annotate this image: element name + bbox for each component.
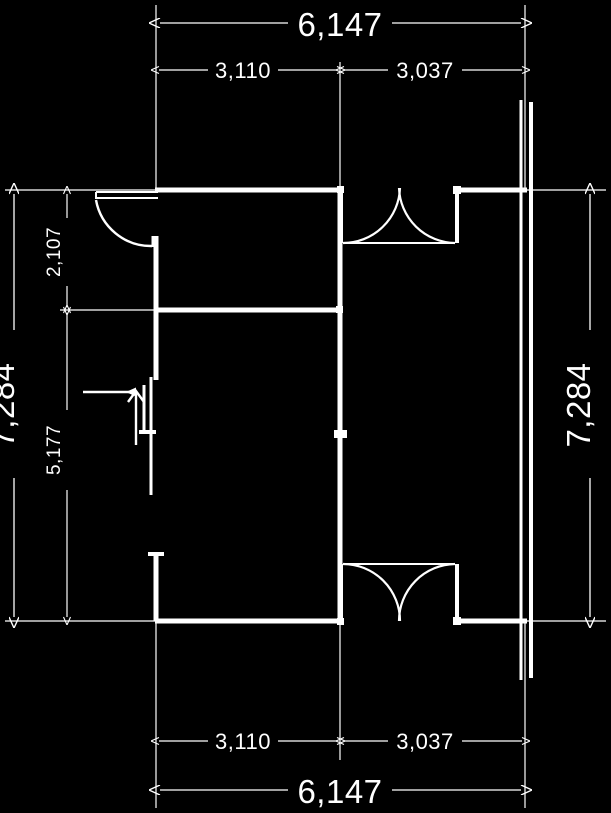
wall-centre-node	[334, 430, 347, 438]
dim-bottom-right-label: 3,037	[396, 729, 454, 754]
dim-bottom-left-label: 3,110	[215, 729, 271, 754]
dimension-left-upper-segment: 2,107	[44, 194, 67, 307]
dim-top-left-label: 3,110	[215, 58, 271, 83]
dim-left-overall-label: 7,284	[0, 362, 21, 447]
node-bottom-centre	[337, 618, 344, 625]
node-jamb-br	[453, 617, 461, 625]
door-top-left-swing	[94, 191, 158, 248]
dimension-bottom-right-segment: 3,037	[344, 729, 522, 754]
wall-structure	[148, 187, 527, 624]
dim-top-right-label: 3,037	[396, 58, 454, 83]
dim-bottom-overall-label: 6,147	[297, 773, 382, 810]
dimension-left-lower-segment: 5,177	[44, 313, 67, 617]
node-top-centre	[337, 186, 344, 193]
dim-top-overall-label: 6,147	[297, 6, 382, 43]
door-arc-right-leaf-b	[397, 562, 456, 622]
door-arc-left-leaf-b	[342, 562, 402, 622]
node-partition-right	[336, 306, 343, 313]
door-bottom-right-double	[342, 562, 456, 622]
sliding-door-panel	[83, 377, 156, 495]
door-top-right-double	[342, 187, 456, 245]
dimension-left-overall: 7,284	[0, 194, 21, 617]
dimension-top-overall: 6,147	[160, 6, 521, 43]
dimension-bottom-overall: 6,147	[160, 773, 521, 810]
door-arc-right-leaf	[397, 187, 456, 245]
door-arc-left-leaf	[342, 187, 402, 245]
dimension-bottom-left-segment: 3,110	[159, 729, 337, 754]
node-jamb-tr	[453, 186, 461, 194]
wall-nodes	[336, 186, 461, 625]
dim-left-lower-label: 5,177	[44, 425, 65, 475]
dim-left-upper-label: 2,107	[44, 227, 65, 277]
extension-lines	[5, 5, 606, 808]
sliding-direction-arrow	[83, 387, 145, 445]
dimension-top-left-segment: 3,110	[159, 58, 337, 83]
dimension-top-right-segment: 3,037	[344, 58, 522, 83]
dim-right-overall-label: 7,284	[560, 362, 597, 447]
door-swing-arc	[94, 199, 153, 248]
right-glazing	[519, 100, 533, 680]
dimension-right-overall: 7,284	[560, 194, 597, 617]
